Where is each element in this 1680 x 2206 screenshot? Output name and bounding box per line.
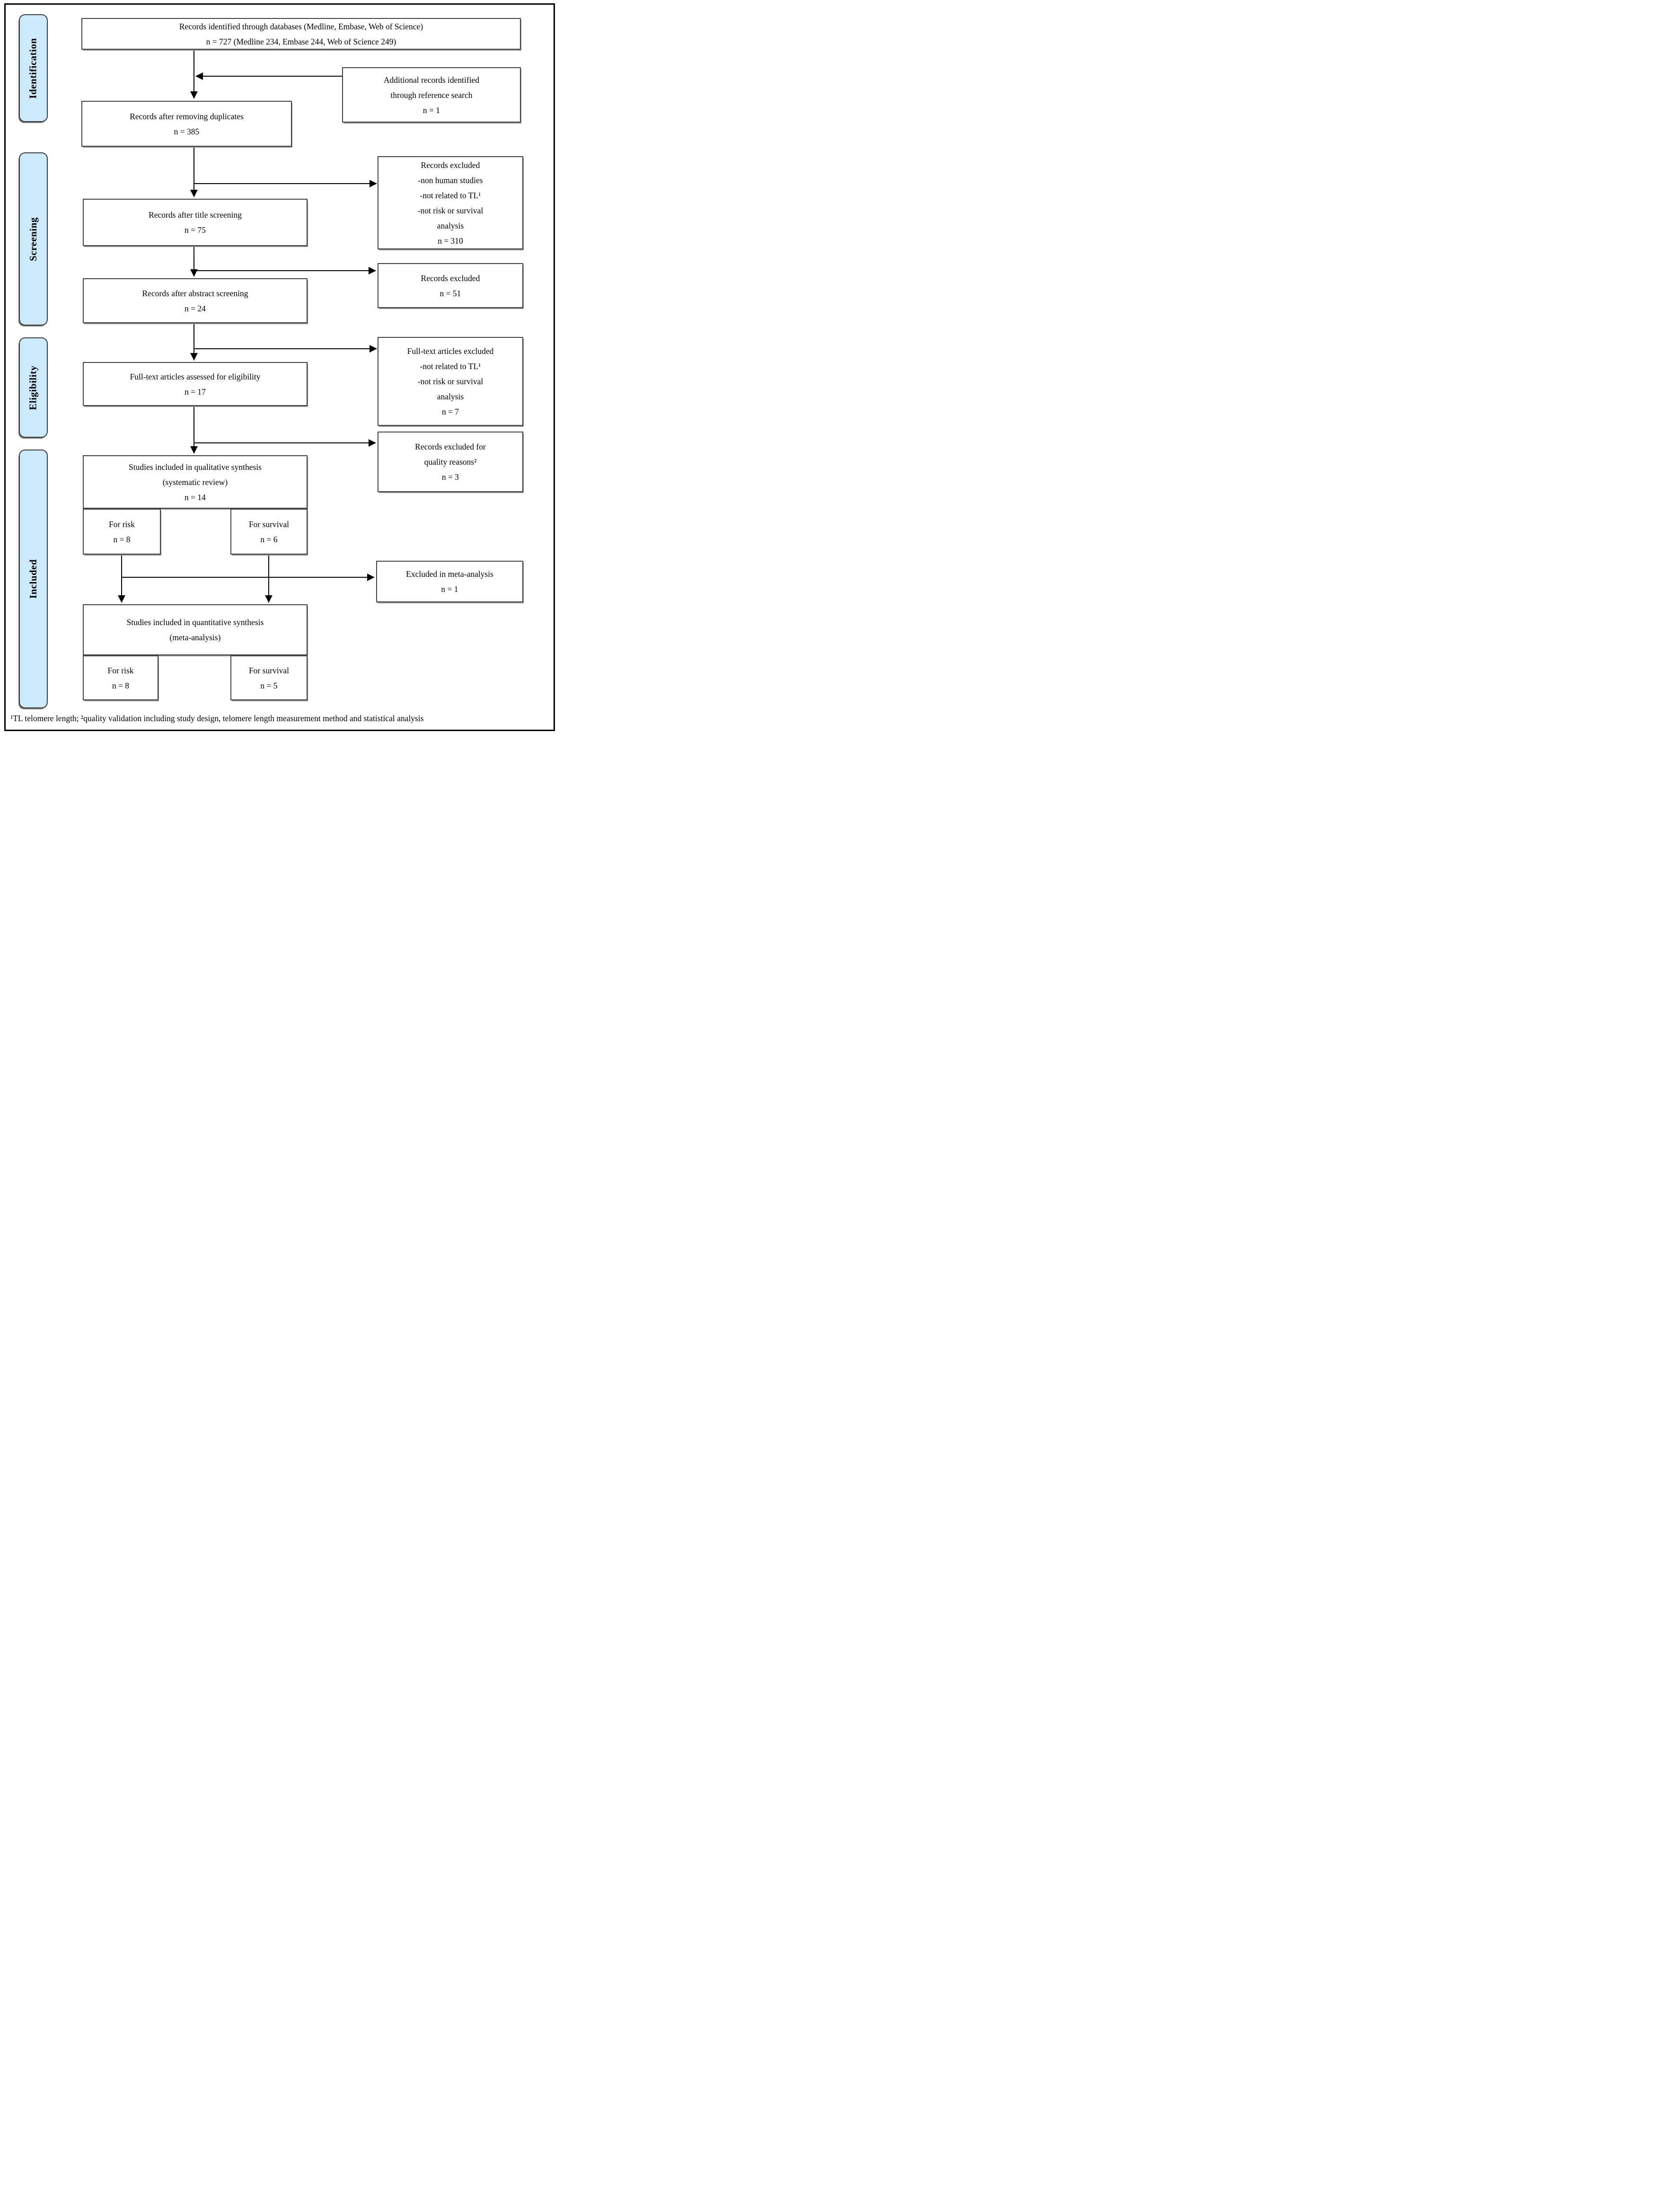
stage-label-text: Included [27, 559, 39, 599]
box-text: Records identified through databases (Me… [179, 21, 423, 46]
box-fulltext-assessed: Full-text articles assessed for eligibil… [83, 362, 308, 406]
flow-connectors [118, 50, 377, 603]
box-fulltext-excluded: Full-text articles excluded-not related … [378, 337, 523, 426]
box-qualitative-synthesis: Studies included in qualitative synthesi… [83, 455, 308, 509]
stage-label-text: Identification [27, 37, 39, 99]
stage-label-included: Included [19, 450, 48, 708]
stage-label-text: Screening [27, 217, 39, 261]
box-text: Records excluded-non human studies-not r… [417, 160, 484, 246]
box-records-excluded-title: Records excluded-non human studies-not r… [378, 156, 523, 249]
box-text: Full-text articles assessed for eligibil… [130, 371, 261, 397]
stage-label-eligibility: Eligibility [19, 337, 48, 438]
box-text: Full-text articles excluded-not related … [407, 346, 494, 416]
box-quantitative-synthesis: Studies included in quantitative synthes… [83, 604, 308, 655]
box-records-identified: Records identified through databases (Me… [81, 18, 521, 50]
box-text: Studies included in quantitative synthes… [126, 618, 264, 642]
prisma-flow-diagram: Identification Screening Eligibility Inc… [0, 0, 560, 735]
footnote: ¹TL telomere length; ²quality validation… [10, 714, 424, 723]
stage-label-screening: Screening [19, 152, 48, 326]
box-text: Studies included in qualitative synthesi… [129, 462, 262, 502]
stage-label-text: Eligibility [27, 365, 39, 410]
stage-label-identification: Identification [19, 14, 48, 122]
